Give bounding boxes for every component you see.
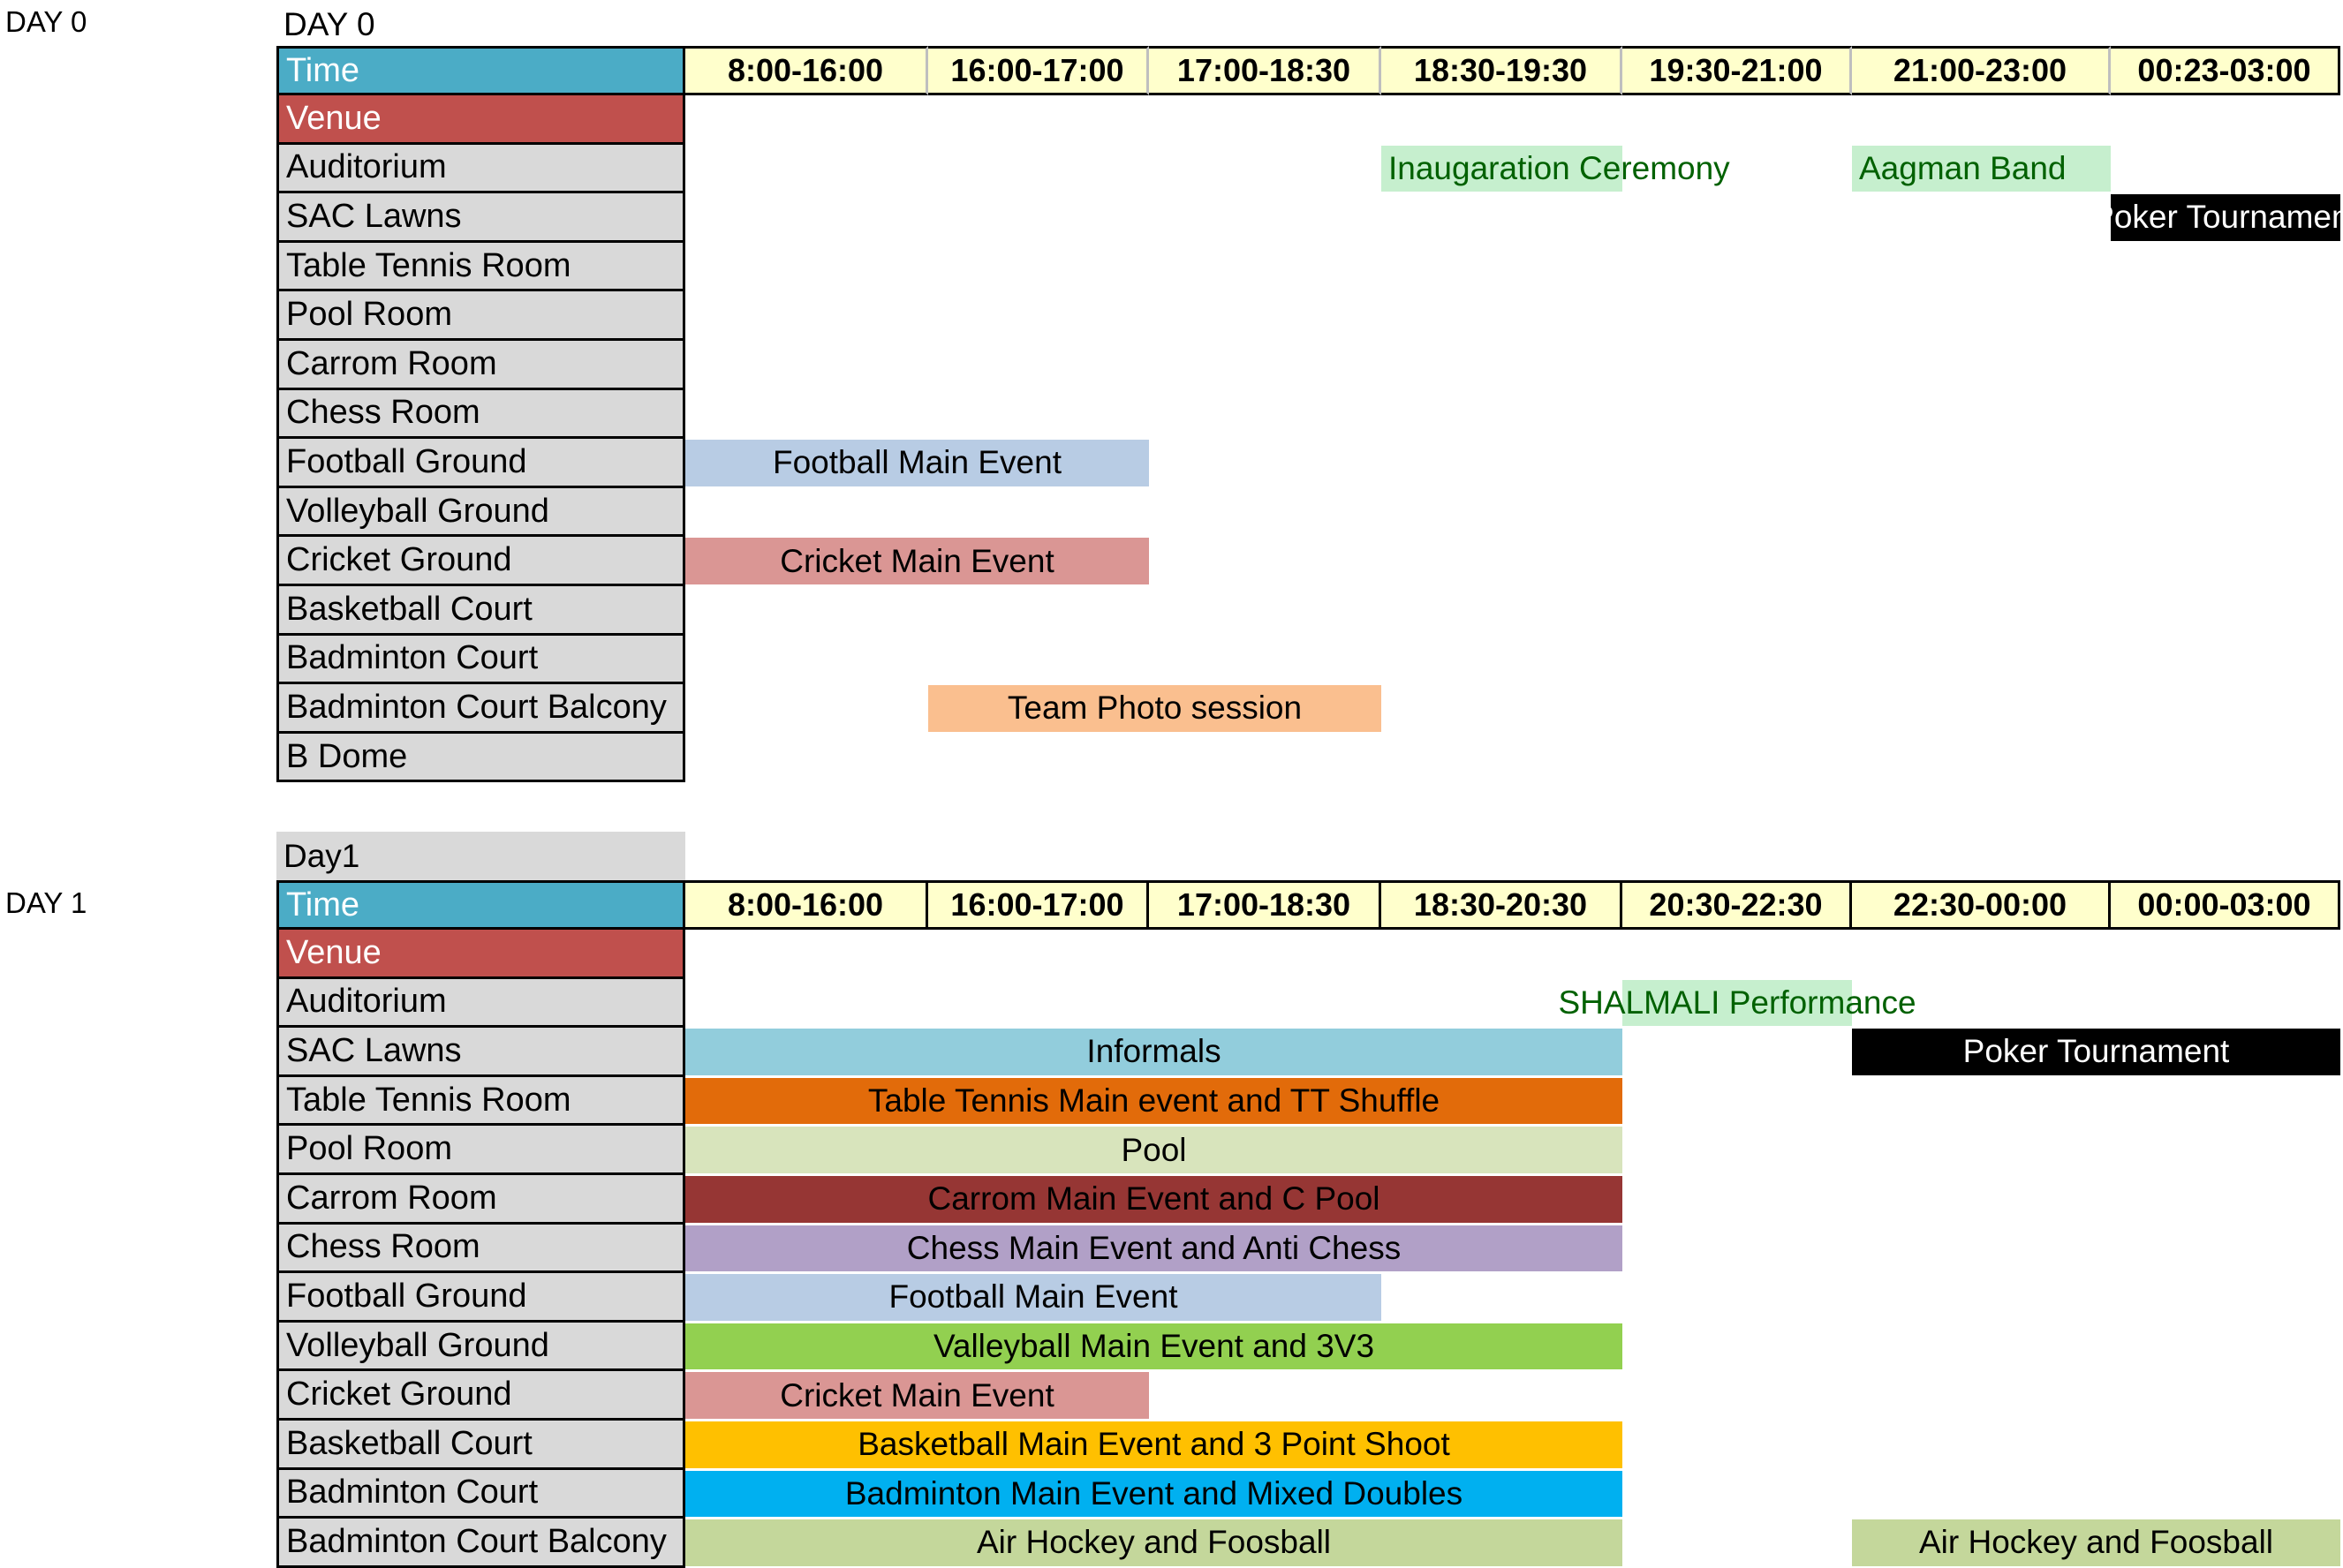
venue-header: Venue <box>276 930 685 979</box>
event-block[interactable]: Informals <box>685 1029 1622 1075</box>
venue-row-label: Volleyball Ground <box>276 487 685 538</box>
venue-row-label: SAC Lawns <box>276 1028 685 1077</box>
day0-outer-label: DAY 0 <box>5 5 87 38</box>
event-label: Basketball Main Event and 3 Point Shoot <box>858 1426 1450 1463</box>
time-header: Time <box>276 880 685 930</box>
event-block[interactable]: Pool <box>685 1127 1622 1173</box>
venue-row-label: Cricket Ground <box>276 1371 685 1421</box>
venue-row-label: Football Ground <box>276 1273 685 1323</box>
venue-row-label: Table Tennis Room <box>276 242 685 292</box>
event-block[interactable]: Football Main Event <box>685 1274 1381 1321</box>
day1-outer-label: DAY 1 <box>5 886 87 919</box>
time-slot-header: 17:00-18:30 <box>1149 880 1381 930</box>
venue-row-label: Chess Room <box>276 1224 685 1274</box>
event-block[interactable]: Valleyball Main Event and 3V3 <box>685 1323 1622 1370</box>
event-block[interactable]: Team Photo session <box>928 685 1381 732</box>
time-header: Time <box>276 46 685 95</box>
event-block[interactable]: Inaugaration Ceremony <box>1381 145 1730 192</box>
time-slot-header: 16:00-17:00 <box>928 880 1149 930</box>
venue-header: Venue <box>276 95 685 145</box>
venue-row-label: Pool Room <box>276 1126 685 1175</box>
venue-row-label: Auditorium <box>276 144 685 194</box>
event-label: Chess Main Event and Anti Chess <box>906 1229 1402 1266</box>
event-label: Badminton Main Event and Mixed Doubles <box>844 1474 1463 1511</box>
time-slot-header: 00:00-03:00 <box>2111 880 2340 930</box>
venue-row-label: Carrom Room <box>276 1175 685 1225</box>
time-slot-header: 20:30-22:30 <box>1622 880 1852 930</box>
day0-title: DAY 0 <box>283 6 375 42</box>
time-slot-header: 18:30-20:30 <box>1381 880 1622 930</box>
venue-row-label: Football Ground <box>276 439 685 488</box>
event-block[interactable]: Basketball Main Event and 3 Point Shoot <box>685 1421 1622 1468</box>
event-block[interactable]: Cricket Main Event <box>685 1372 1149 1419</box>
venue-row-label: Badminton Court <box>276 635 685 685</box>
time-slot-header: 17:00-18:30 <box>1149 46 1381 95</box>
event-label: Aagman Band <box>1859 149 2067 186</box>
time-slot-header: 19:30-21:00 <box>1622 46 1852 95</box>
time-slot-header: 16:00-17:00 <box>928 46 1149 95</box>
venue-row-label: Carrom Room <box>276 341 685 390</box>
time-slot-header: 21:00-23:00 <box>1852 46 2111 95</box>
time-slot-header: 8:00-16:00 <box>685 880 928 930</box>
venue-row-label: B Dome <box>276 733 685 783</box>
event-block[interactable]: Air Hockey and Foosball <box>1852 1519 2340 1566</box>
venue-row-label: Badminton Court <box>276 1469 685 1519</box>
event-block[interactable]: Football Main Event <box>685 440 1149 486</box>
venue-row-label: Pool Room <box>276 291 685 341</box>
event-block[interactable]: Poker Tournament <box>1852 1029 2340 1075</box>
event-label: Air Hockey and Foosball <box>976 1524 1332 1561</box>
time-slot-header: 22:30-00:00 <box>1852 880 2111 930</box>
venue-row-label: Basketball Court <box>276 586 685 636</box>
event-label: Pool <box>1121 1131 1187 1168</box>
time-slot-header: 8:00-16:00 <box>685 46 928 95</box>
time-slot-header: 18:30-19:30 <box>1381 46 1622 95</box>
event-label: Cricket Main Event <box>780 542 1054 579</box>
event-block[interactable]: Chess Main Event and Anti Chess <box>685 1225 1622 1272</box>
event-label: Valleyball Main Event and 3V3 <box>933 1328 1375 1365</box>
event-label: Carrom Main Event and C Pool <box>927 1180 1380 1217</box>
event-block[interactable]: Badminton Main Event and Mixed Doubles <box>685 1470 1622 1518</box>
event-label: Table Tennis Main event and TT Shuffle <box>867 1082 1440 1119</box>
event-label: Poker Tournament <box>2111 199 2340 236</box>
event-label: Cricket Main Event <box>780 1376 1054 1413</box>
event-label: SHALMALI Performance <box>1558 984 1916 1021</box>
event-label: Air Hockey and Foosball <box>1918 1524 2274 1561</box>
time-slot-header: 00:23-03:00 <box>2111 46 2340 95</box>
event-block[interactable]: Cricket Main Event <box>685 538 1149 584</box>
venue-row-label: Cricket Ground <box>276 537 685 586</box>
venue-row-label: SAC Lawns <box>276 193 685 243</box>
event-label: Inaugaration Ceremony <box>1388 149 1730 186</box>
event-label: Team Photo session <box>1007 690 1303 727</box>
event-label: Poker Tournament <box>1962 1033 2230 1070</box>
event-block[interactable]: Table Tennis Main event and TT Shuffle <box>685 1077 1622 1125</box>
event-block[interactable]: Aagman Band <box>1852 145 2111 192</box>
event-label: Football Main Event <box>888 1278 1178 1315</box>
venue-row-label: Badminton Court Balcony <box>276 684 685 734</box>
venue-row-label: Chess Room <box>276 389 685 440</box>
event-block[interactable]: Air Hockey and Foosball <box>685 1519 1622 1566</box>
event-block[interactable]: Carrom Main Event and C Pool <box>685 1176 1622 1223</box>
event-label: Informals <box>1086 1033 1221 1070</box>
venue-row-label: Table Tennis Room <box>276 1076 685 1127</box>
day1-title: Day1 <box>276 832 685 880</box>
venue-row-label: Volleyball Ground <box>276 1322 685 1372</box>
venue-row-label: Auditorium <box>276 978 685 1029</box>
venue-row-label: Basketball Court <box>276 1421 685 1470</box>
event-block[interactable]: SHALMALI Performance <box>1558 979 1916 1027</box>
event-block[interactable]: Poker Tournament <box>2111 194 2340 241</box>
event-label: Football Main Event <box>772 444 1062 481</box>
venue-row-label: Badminton Court Balcony <box>276 1519 685 1568</box>
